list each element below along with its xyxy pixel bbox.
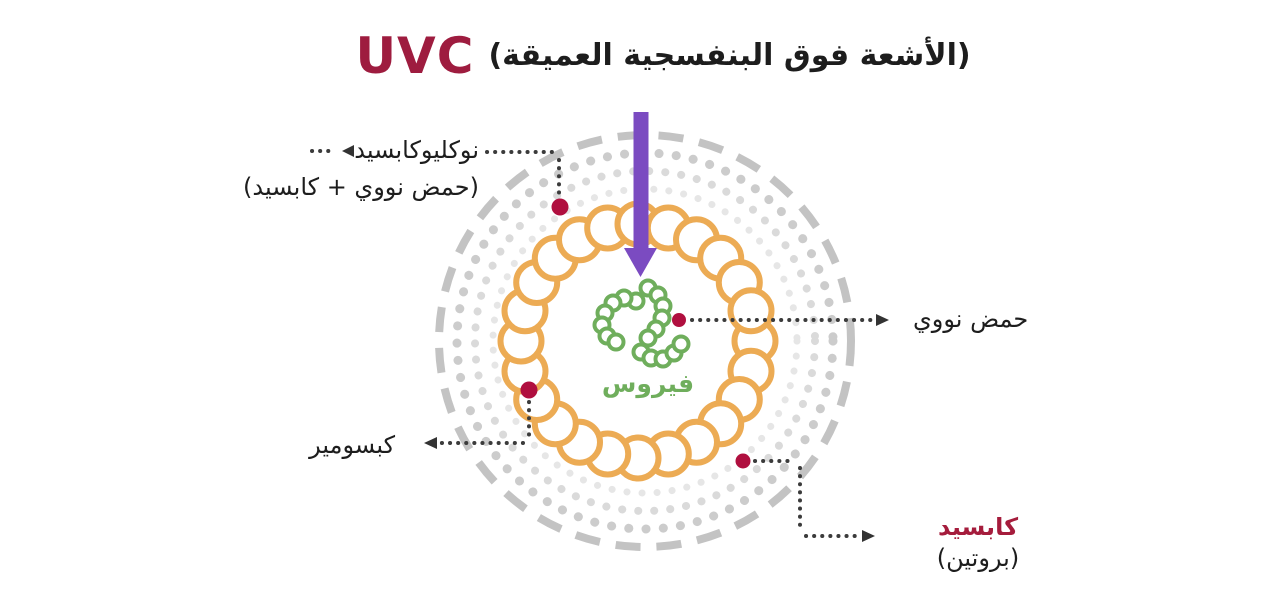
marker-dot-capsomere (520, 381, 538, 399)
marker-dot-nucleic-acid (672, 313, 686, 327)
label-nucleocapsid-line1: نوكليوكابسيد (354, 136, 479, 164)
triangle-arrowhead-icon (876, 314, 889, 326)
label-capsid-line2: (بروتين) (936, 544, 1020, 572)
connector-capsomere (424, 381, 538, 449)
nucleic-acid-chain (592, 278, 691, 369)
uvc-ray-arrow-icon (624, 112, 657, 277)
nucleic-acid-bead (671, 334, 691, 354)
label-nucleocapsid: نوكليوكابسيد (حمض نووي + كابسيد) (243, 132, 479, 206)
connector-nucleocapsid (310, 145, 569, 216)
label-virus: فيروس (601, 369, 695, 398)
nucleic-acid-bead (638, 328, 658, 348)
label-nucleic-acid: حمض نووي (913, 305, 1029, 333)
connector-nucleic-acid (672, 313, 889, 327)
nucleic-acid-bead (606, 332, 626, 352)
marker-dot-nucleocapsid (551, 198, 569, 216)
envelope-dashed-circle (435, 131, 855, 551)
label-nucleocapsid-line2: (حمض نووي + كابسيد) (243, 173, 479, 201)
title-arabic: (الأشعة فوق البنفسجية العميقة) (488, 38, 971, 73)
label-capsid: كابسيد (بروتين) (893, 512, 1063, 574)
title-uvc: UVC (355, 27, 475, 85)
triangle-arrowhead-icon (342, 145, 354, 157)
connector-capsid (735, 453, 875, 542)
label-capsid-line1: كابسيد (937, 513, 1019, 541)
marker-dot-capsid (735, 453, 751, 469)
triangle-arrowhead-icon (862, 530, 875, 542)
dotted-ring-inner (489, 185, 801, 497)
dotted-ring-middle (471, 167, 819, 515)
label-capsomere: كبسومير (309, 431, 395, 459)
capsid-ring (497, 200, 779, 482)
diagram-title: UVC (الأشعة فوق البنفسجية العميقة) (0, 30, 1284, 82)
triangle-arrowhead-icon (424, 437, 437, 449)
capsomere-circle (727, 287, 775, 335)
